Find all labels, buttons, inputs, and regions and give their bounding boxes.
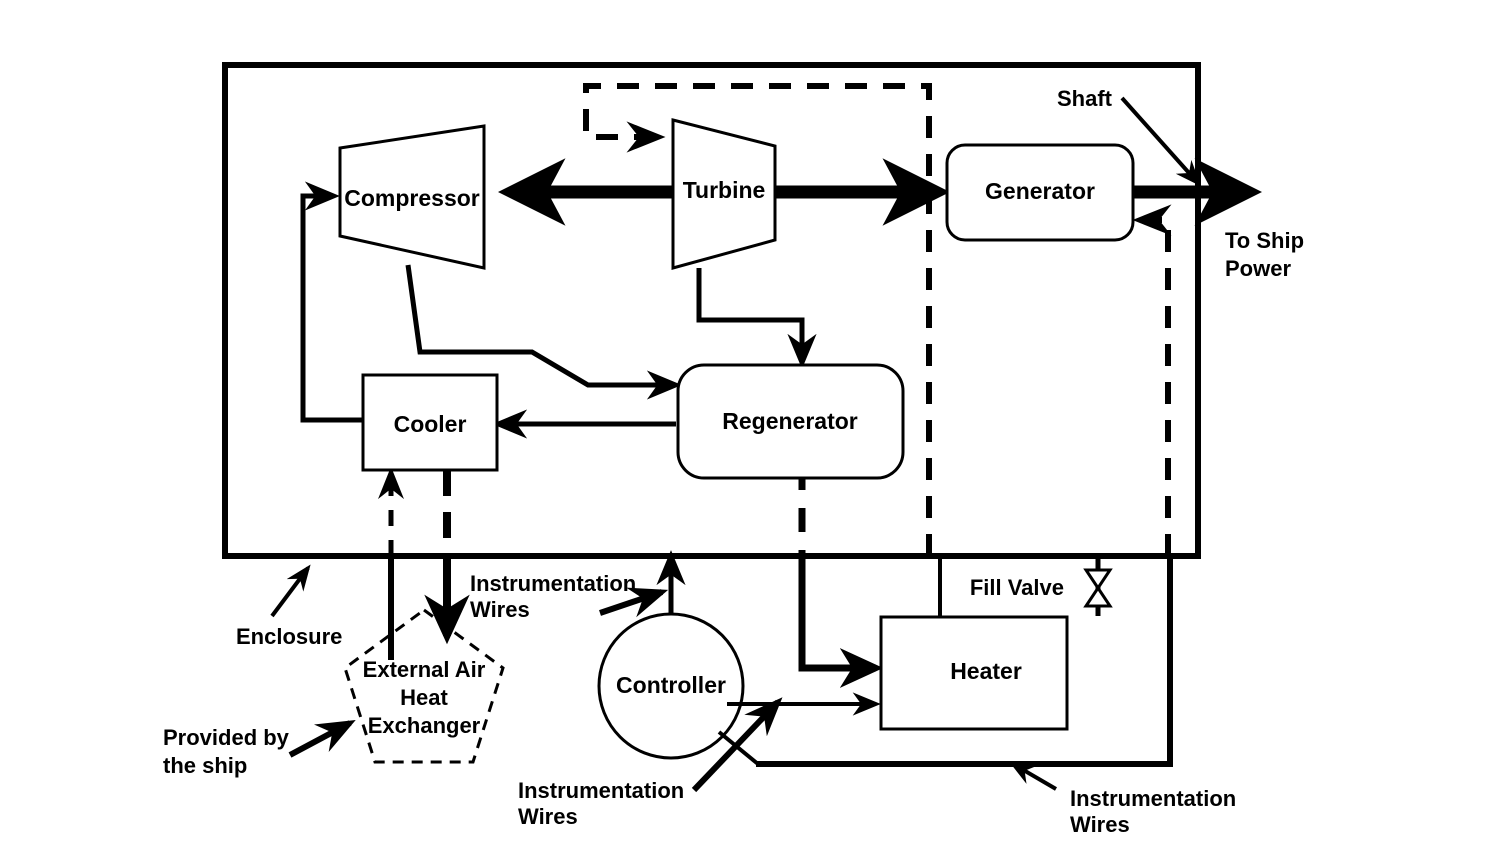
controller-label: Controller xyxy=(616,672,726,698)
enclosure-leader-line xyxy=(270,564,311,618)
instrumentation-wires-controller-label-line2: Wires xyxy=(518,804,578,829)
instrumentation-wires-bottom-leader-line xyxy=(1009,761,1058,791)
bottom-instrumentation-bus xyxy=(756,556,1173,767)
cooler-block[interactable] xyxy=(361,373,499,472)
instrumentation-wires-controller-label-line1: Instrumentation xyxy=(518,778,684,803)
heater-label: Heater xyxy=(950,658,1022,684)
fill-valve-icon-top[interactable] xyxy=(1083,568,1113,591)
provided-by-ship-leader-line xyxy=(288,719,356,758)
compressor-block[interactable] xyxy=(338,124,486,270)
regenerator-to-heater-line xyxy=(798,556,884,688)
flow-cooler-to-compressor xyxy=(300,181,363,423)
flow-turbine-to-regenerator xyxy=(696,268,817,369)
heater-block[interactable] xyxy=(879,615,1069,731)
control-signal-line-turbine xyxy=(583,83,932,556)
instrumentation-wires-top-leader-line xyxy=(599,587,669,618)
instrumentation-wires-bottom-label-line2: Wires xyxy=(1070,812,1130,837)
fill-valve-label: Fill Valve xyxy=(970,575,1064,600)
regenerator-label: Regenerator xyxy=(722,408,858,434)
provided-by-ship-label-line2: the ship xyxy=(163,753,247,778)
shaft-label: Shaft xyxy=(1057,86,1113,111)
enclosure-label: Enclosure xyxy=(236,624,342,649)
enclosure-boundary xyxy=(222,62,1201,559)
instrumentation-wires-top-label-line1: Instrumentation xyxy=(470,571,636,596)
instrumentation-wires-bottom-label-line1: Instrumentation xyxy=(1070,786,1236,811)
turbine-block[interactable] xyxy=(671,118,777,270)
controller-bottom-wire xyxy=(717,730,760,766)
compressor-label: Compressor xyxy=(344,185,480,211)
provided-by-ship-label-line1: Provided by xyxy=(163,725,290,750)
flow-compressor-to-regenerator xyxy=(405,264,682,400)
instrumentation-wires-top-label-line2: Wires xyxy=(470,597,530,622)
control-signal-line-generator xyxy=(1132,204,1172,556)
external-air-heat-exchanger-block[interactable] xyxy=(343,608,505,764)
instrumentation-wires-controller-leader-line xyxy=(691,697,783,793)
generator-label: Generator xyxy=(985,178,1095,204)
heat-exchanger-label-line1: External Air xyxy=(363,657,486,682)
fill-valve-icon-bottom[interactable] xyxy=(1083,585,1113,608)
heat-exchanger-label-line2: Heat xyxy=(400,685,448,710)
shaft-leader-line xyxy=(1120,96,1201,187)
regenerator-block[interactable] xyxy=(676,363,905,480)
cooler-label: Cooler xyxy=(394,411,467,437)
ship-power-label-line2: Power xyxy=(1225,256,1291,281)
heat-exchanger-label-line3: Exchanger xyxy=(368,713,481,738)
ship-power-label-line1: To Ship xyxy=(1225,228,1304,253)
generator-block[interactable] xyxy=(945,143,1135,242)
turbine-label: Turbine xyxy=(683,177,766,203)
